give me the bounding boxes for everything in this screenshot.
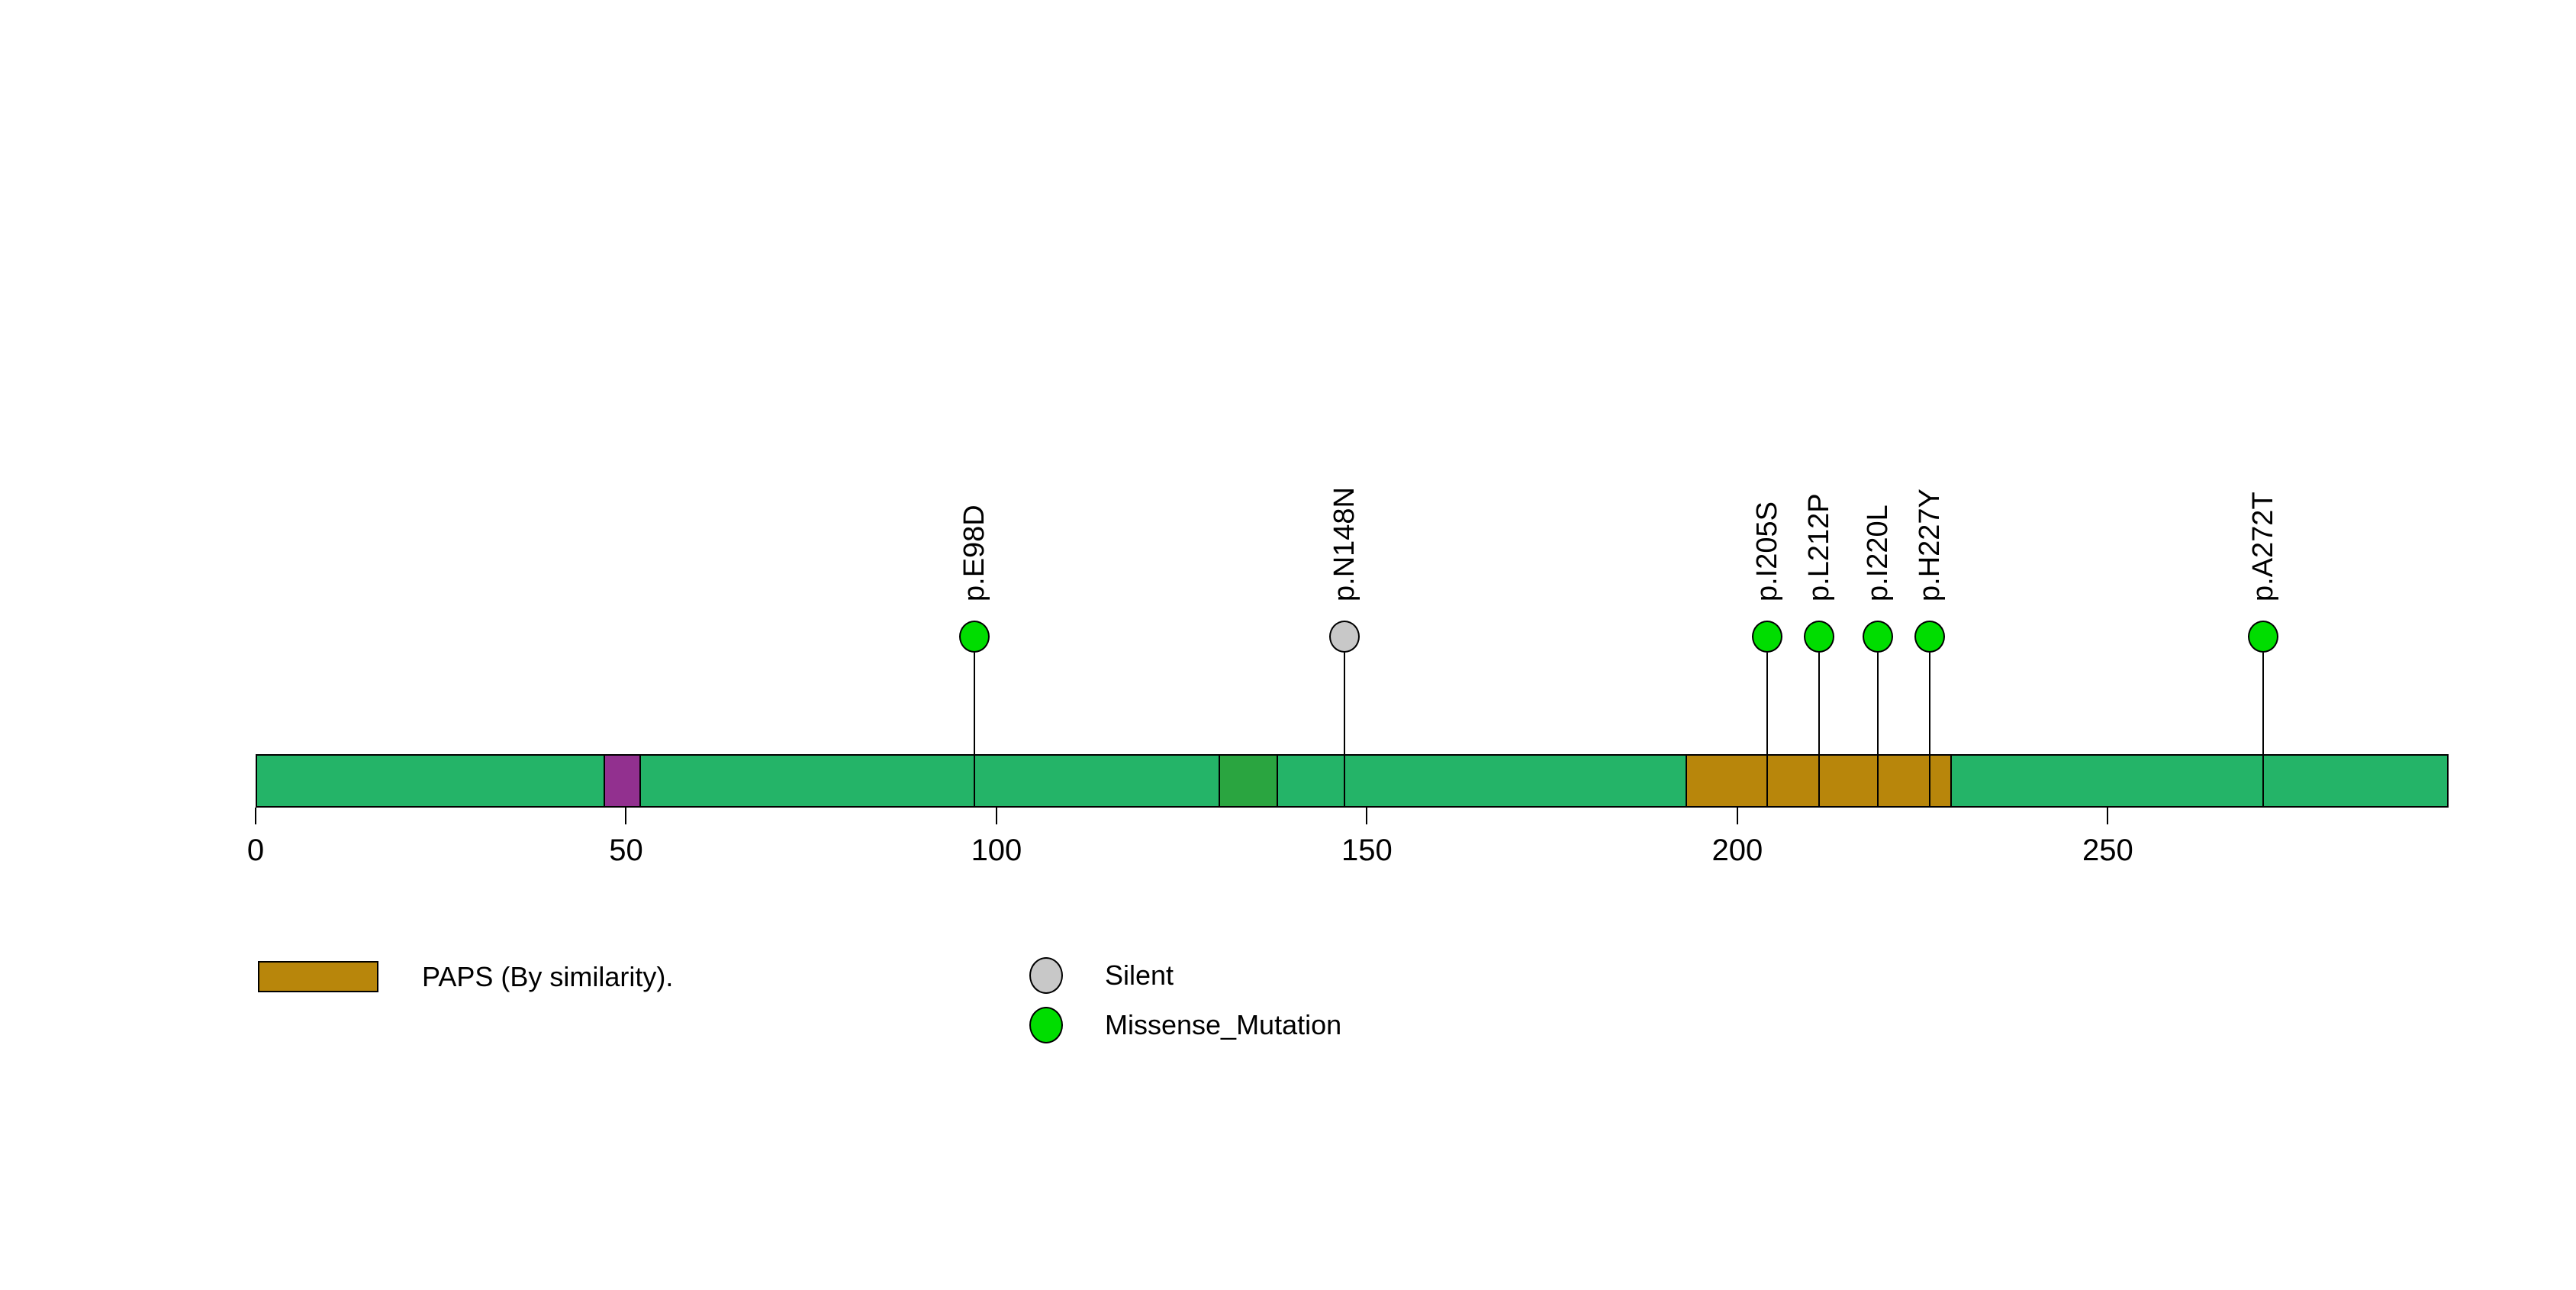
mutation-label: p.L212P — [1802, 493, 1835, 601]
lollipop-stem — [2262, 653, 2265, 806]
lollipop-stem — [1929, 653, 1931, 806]
legend-swatch-paps-domain — [258, 961, 378, 992]
protein-backbone — [256, 754, 2449, 808]
axis-tick — [1736, 808, 1738, 824]
lollipop-circle — [958, 621, 990, 653]
axis-tick-label: 0 — [246, 834, 265, 867]
lollipop-circle — [1914, 621, 1946, 653]
legend-label-silent: Silent — [1105, 959, 1174, 991]
mutation-label: p.I205S — [1750, 501, 1783, 601]
legend-swatch-silent — [1029, 957, 1063, 994]
lollipop-circle — [1751, 621, 1782, 653]
mutation-label: p.A272T — [2247, 492, 2280, 601]
legend-label-paps-domain: PAPS (By similarity). — [422, 961, 674, 992]
mutation-label: p.E98D — [958, 505, 990, 601]
lollipop-circle — [1863, 621, 1894, 653]
axis-tick-label: 100 — [971, 834, 1022, 867]
lollipop-stem — [1766, 653, 1768, 806]
axis-tick — [995, 808, 997, 824]
lollipop-stem — [1877, 653, 1879, 806]
lollipop-stem — [1344, 653, 1346, 806]
axis-tick — [1366, 808, 1368, 824]
mutation-label: p.N148N — [1328, 487, 1361, 601]
lollipop-circle — [2248, 621, 2279, 653]
mutation-label: p.I220L — [1862, 505, 1895, 601]
axis-tick — [255, 808, 256, 824]
mutation-label: p.H227Y — [1914, 489, 1946, 601]
legend-label-missense-mutation: Missense_Mutation — [1105, 1009, 1342, 1040]
axis-tick-label: 250 — [2082, 834, 2133, 867]
lollipop-circle — [1803, 621, 1834, 653]
lollipop-stem — [1818, 653, 1820, 806]
domain-rect — [1219, 754, 1278, 808]
axis-tick-label: 150 — [1341, 834, 1393, 867]
lollipop-circle — [1329, 621, 1360, 653]
axis-tick — [625, 808, 627, 824]
lollipop-stem — [973, 653, 975, 806]
axis-tick-label: 200 — [1711, 834, 1763, 867]
axis-tick — [2107, 808, 2109, 824]
legend-swatch-missense-mutation — [1029, 1007, 1063, 1043]
domain-rect — [604, 754, 641, 808]
axis-tick-label: 50 — [609, 834, 643, 867]
